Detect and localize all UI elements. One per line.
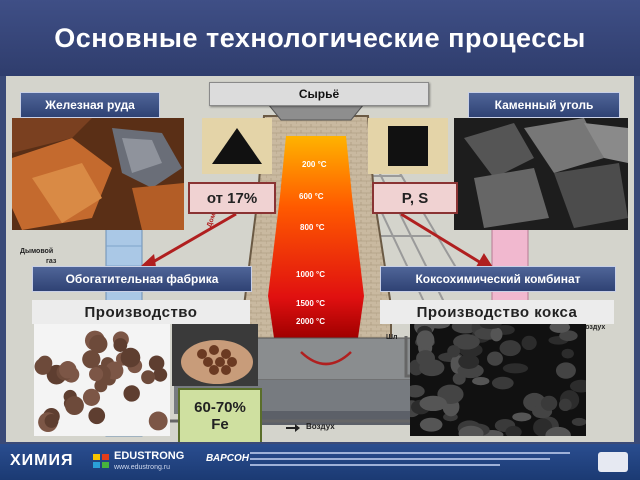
brand-logo-icon (92, 453, 110, 469)
fe-content-box: от 17% (188, 182, 276, 214)
pellets-image (34, 324, 170, 436)
temp-600: 600 °C (299, 192, 324, 201)
iron-ore-image (12, 118, 184, 230)
partner-logo: ВАРСОН (206, 453, 249, 464)
slag-label: Шл (386, 334, 398, 341)
production-left-label: Производство (32, 300, 250, 324)
pellets-hand-image (172, 324, 258, 386)
diagram-area: 200 °C 600 °C 800 °C 1000 °C 1500 °C 200… (6, 76, 634, 442)
temp-1000: 1000 °C (296, 270, 325, 279)
arrow-right-icon (286, 420, 300, 432)
brand-chemistry: ХИМИЯ (10, 452, 74, 469)
footer-bar: ХИМИЯ EDUSTRONG www.edustrong.ru ВАРСОН (0, 444, 640, 480)
impurities-box: P, S (372, 182, 458, 214)
footer-fine-print (250, 450, 580, 472)
coal-image (454, 118, 628, 230)
air-right-label: воздух (581, 324, 606, 331)
beneficiation-plant-box: Обогатительная фабрика (32, 266, 252, 292)
fe-result-percent: 60-70% (194, 399, 246, 416)
partner-badge-icon (598, 452, 628, 472)
iron-ore-box: Железная руда (20, 92, 160, 118)
brand-url: www.edustrong.ru (114, 464, 171, 471)
temp-1500: 1500 °C (296, 299, 325, 308)
temp-200: 200 °C (302, 160, 327, 169)
coal-symbol-panel (368, 118, 448, 174)
triangle-icon (212, 128, 262, 164)
fe-result-symbol: Fe (211, 416, 229, 433)
brand-edustrong: EDUSTRONG (114, 450, 185, 462)
raw-materials-box: Сырьё (209, 82, 429, 106)
temp-800: 800 °C (300, 223, 325, 232)
coke-image (401, 317, 593, 442)
coal-box: Каменный уголь (468, 92, 620, 118)
coke-plant-box: Коксохимический комбинат (380, 266, 616, 292)
flue-gas-label-1: Дымовой (20, 248, 54, 255)
temp-2000: 2000 °C (296, 317, 325, 326)
ore-symbol-panel (202, 118, 272, 174)
square-icon (388, 126, 428, 166)
flue-gas-label-2: газ (46, 258, 57, 265)
air-bottom-label: Воздух (306, 422, 335, 431)
fe-result-box: 60-70% Fe (178, 388, 262, 442)
production-coke-label: Производство кокса (380, 300, 614, 324)
slide-title: Основные технологические процессы (0, 0, 640, 76)
